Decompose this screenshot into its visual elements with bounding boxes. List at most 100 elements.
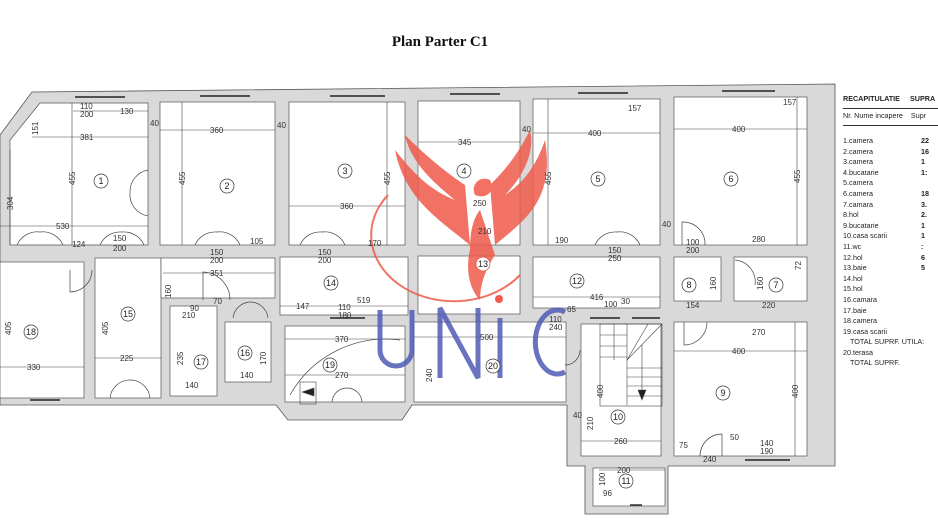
dimension-label: 147: [296, 302, 310, 311]
dimension-label: 40: [522, 125, 531, 134]
room-labels: [23, 163, 784, 489]
room-name: 17.baie: [843, 305, 867, 315]
table-row: 19.casa scarii: [843, 327, 938, 338]
dimension-label: 530: [56, 222, 70, 231]
dimension-label: 220: [762, 301, 776, 310]
dimension-label: 200: [318, 256, 332, 265]
room-number: 10: [613, 412, 623, 422]
table-row: 6.camera 18: [843, 189, 938, 200]
dimension-label: 160: [709, 276, 718, 290]
dimension-label: 170: [368, 239, 382, 248]
dimension-label: 70: [213, 297, 222, 306]
dimension-label: 304: [6, 196, 15, 210]
dimension-label: 105: [250, 237, 264, 246]
dimension-label: 124: [72, 240, 86, 249]
room-number: 6: [728, 174, 733, 184]
room-number: 1: [98, 176, 103, 186]
dimension-label: 360: [340, 202, 354, 211]
dimension-label: 200: [80, 110, 94, 119]
room-number: 18: [26, 327, 36, 337]
room-name: 19.casa scarii: [843, 326, 887, 336]
room-area: 6: [921, 252, 925, 262]
room-area: 1: [921, 157, 925, 167]
room-12: [532, 256, 661, 309]
dimension-label: 140: [240, 371, 254, 380]
room-name: 7.camara: [843, 199, 873, 209]
dimension-label: 40: [277, 121, 286, 130]
room-7: [733, 256, 808, 302]
dimension-label: 140: [760, 439, 774, 448]
room-name: 16.camara: [843, 294, 877, 304]
dimension-label: 360: [210, 126, 224, 135]
dimension-label: 400: [732, 125, 746, 134]
dimension-label: 100: [686, 238, 700, 247]
dimension-label: 381: [80, 133, 94, 142]
table-row: 15.hol: [843, 284, 938, 295]
room-number: 13: [478, 259, 488, 269]
table-row: 10.casa scarii 1: [843, 231, 938, 242]
dimension-label: 40: [150, 119, 159, 128]
room-name: 18.camera: [843, 316, 877, 326]
room-15: [94, 257, 162, 399]
dimension-label: 240: [549, 323, 563, 332]
room-name: 14.hol: [843, 273, 863, 283]
room-area: :: [921, 241, 924, 251]
dimension-label: 400: [791, 384, 800, 398]
staircase-19: [299, 381, 317, 405]
room-number: 19: [325, 360, 335, 370]
dimension-label: 416: [590, 293, 604, 302]
dimension-label: 240: [703, 455, 717, 464]
room-name: 10.casa scarii: [843, 231, 887, 241]
room-area: 18: [921, 188, 929, 198]
dimension-label: 270: [752, 328, 766, 337]
room-name: 15.hol: [843, 284, 863, 294]
table-row: 5.camera: [843, 178, 938, 189]
dimension-labels: 110 200 130 381 151 304 455 530 124 150 …: [4, 98, 803, 498]
room-number: 16: [240, 348, 250, 358]
room-area: 1: [921, 231, 925, 241]
phoenix-watermark-icon: [395, 130, 547, 300]
room-number: 5: [595, 174, 600, 184]
dimension-label: 157: [628, 104, 642, 113]
dimension-label: 40: [573, 411, 582, 420]
room-number: 3: [342, 166, 347, 176]
col-header-name: Nr. Nume incapere: [843, 111, 903, 120]
room-area: 3.: [921, 199, 927, 209]
room-numbers: 1 2 3 4 5 6 7 8 9 10 11 12 13 14 15 16 1…: [26, 166, 779, 486]
room-number: 14: [326, 278, 336, 288]
dimension-label: 400: [596, 384, 605, 398]
table-row: 18.camera: [843, 316, 938, 327]
table-row: 14.hol: [843, 274, 938, 285]
dimension-label: 110: [80, 102, 93, 111]
dimension-label: 75: [679, 441, 688, 450]
room-number: 12: [572, 276, 582, 286]
dimension-label: 151: [31, 121, 40, 135]
dimension-label: 110: [549, 315, 562, 324]
room-area: 2.: [921, 210, 927, 220]
room-name: 6.camera: [843, 188, 873, 198]
dimension-label: 455: [793, 169, 802, 183]
col-header-area: Supr: [910, 111, 927, 120]
dimension-label: 519: [357, 296, 371, 305]
room-area: 1: [921, 220, 925, 230]
dimension-label: 210: [478, 227, 492, 236]
dimension-label: 240: [425, 368, 434, 382]
room-8: [673, 256, 722, 302]
dimension-label: 400: [732, 347, 746, 356]
dimension-lines: [0, 97, 807, 471]
total-usable: TOTAL SUPRF. UTILA:: [850, 337, 925, 347]
dimension-label: 130: [120, 107, 134, 116]
room-name: 13.baie: [843, 263, 867, 273]
dimension-label: 200: [210, 256, 224, 265]
dimension-label: 110: [338, 303, 351, 312]
dimension-label: 150: [318, 248, 332, 257]
dimension-label: 351: [210, 269, 224, 278]
dimension-label: 160: [164, 284, 173, 298]
room-number: 11: [621, 476, 630, 486]
dimension-label: 150: [210, 248, 224, 257]
